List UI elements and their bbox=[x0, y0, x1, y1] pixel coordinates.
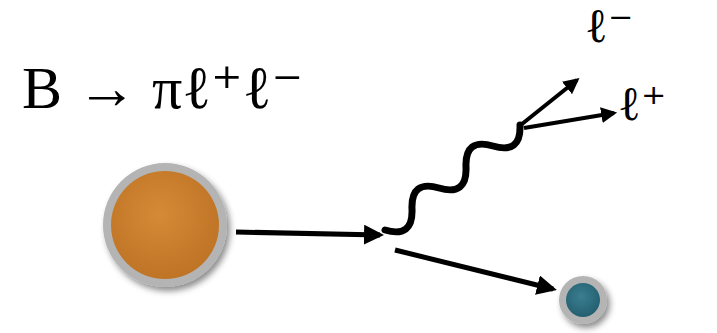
lepton-label: ℓ⁺ bbox=[618, 80, 666, 128]
decay-formula: B → πℓ⁺ℓ⁻ bbox=[22, 58, 303, 118]
b-meson bbox=[103, 163, 227, 287]
pion bbox=[559, 276, 607, 324]
lepton-label: ℓ⁻ bbox=[585, 2, 633, 50]
incoming-arrow bbox=[236, 232, 380, 235]
photon-line bbox=[385, 125, 520, 232]
lepton-arrow bbox=[524, 113, 614, 128]
pion-arrow bbox=[395, 250, 553, 289]
lepton-arrow bbox=[522, 80, 577, 124]
